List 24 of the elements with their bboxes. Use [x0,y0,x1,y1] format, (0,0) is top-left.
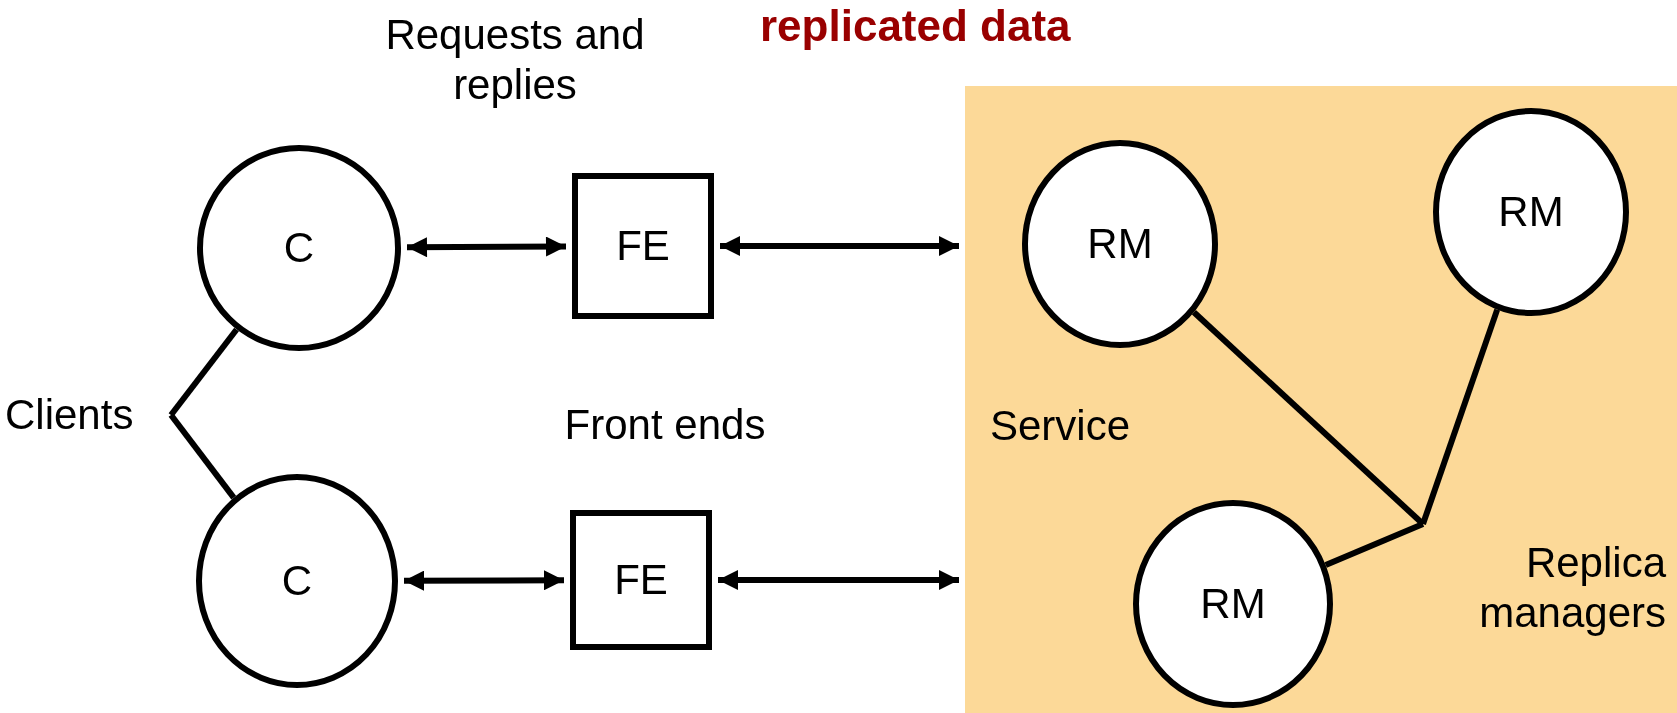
process-box [572,173,714,319]
node-label: FE [615,220,671,271]
node-label: C [280,555,314,606]
service-area [965,86,1677,713]
node-label: RM [1199,578,1267,629]
node-label: Service [990,401,1131,451]
node-label: C [282,222,316,273]
annotation-label: Requests and replies [384,10,646,111]
arrow [406,236,567,258]
arrow [718,570,959,590]
process-box [570,510,712,650]
leader-line [1420,308,1501,525]
annotation-label: Front ends [563,400,767,450]
leader-line [1324,521,1425,568]
leader-line [168,413,237,500]
node-label: FE [613,554,669,605]
node-label: Clients [5,390,135,440]
leader-line [168,327,239,417]
arrow [404,570,564,591]
node-label: RM [1497,186,1565,237]
arrow [720,236,959,256]
node-label: RM [1086,218,1154,269]
node-label: Replica managers [1478,538,1666,639]
title: replicated data [760,0,1071,52]
